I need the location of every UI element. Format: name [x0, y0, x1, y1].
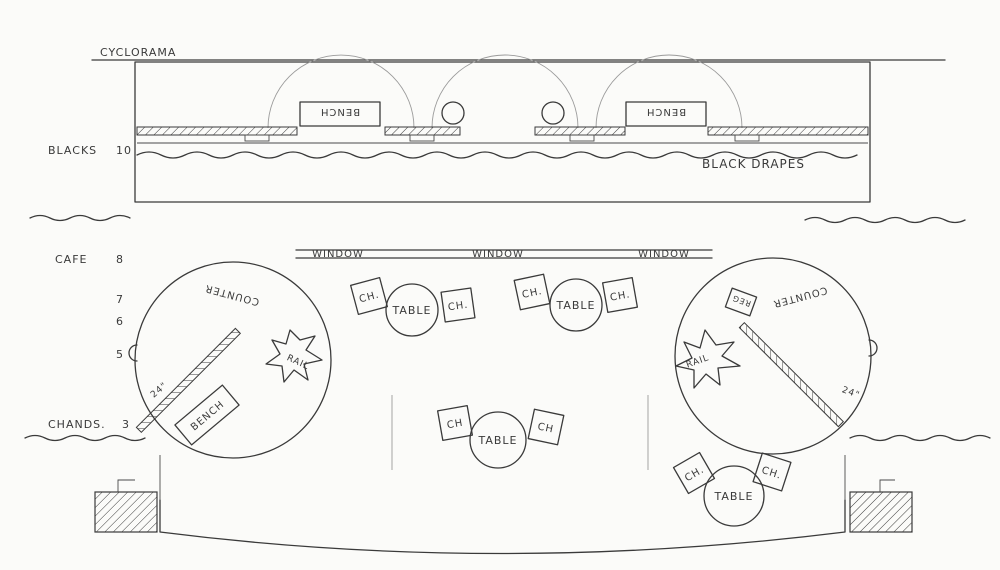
upstage-bench-right: BENCH [625, 101, 707, 127]
window-left-label: WINDOW [312, 249, 364, 260]
upstage-bench-right-label: BENCH [646, 106, 686, 117]
chair-4b-label: CH. [760, 465, 783, 482]
table-4 [703, 465, 765, 527]
counter-left-label: COUNTER [204, 282, 261, 307]
palm-right-icon [675, 329, 741, 389]
counter-right-bar [738, 321, 845, 428]
chair-3a: CH [436, 404, 474, 442]
chair-1a-label: CH. [358, 289, 381, 305]
dim-right: 24" [840, 385, 861, 401]
cafe-number: 8 [116, 253, 124, 266]
chair-2b: CH. [601, 276, 639, 314]
upstage-flats [136, 126, 869, 144]
wave-right-bottom [849, 434, 991, 442]
wave-left-top [29, 214, 131, 222]
arch-left [267, 54, 415, 129]
cyclorama-label: CYCLORAMA [100, 46, 176, 59]
proscenium-wall-right [849, 491, 913, 533]
proscenium-wall-left [94, 491, 158, 533]
table-1 [385, 283, 439, 337]
chair-3a-label: CH [446, 418, 464, 432]
register-label: REG [731, 293, 753, 308]
bench-left-label: BENCH [189, 399, 227, 433]
mark-6: 6 [116, 315, 124, 328]
black-drapes-line [136, 151, 858, 159]
table-group-3: TABLE CH CH [436, 404, 565, 469]
window-center-label: WINDOW [472, 249, 524, 260]
notch-left [128, 344, 138, 362]
turntable-left [134, 261, 332, 459]
table-4-label: TABLE [713, 490, 753, 503]
chands-label: CHANDS. [48, 418, 106, 431]
post-right [879, 479, 895, 492]
table-1-label: TABLE [391, 304, 431, 317]
shrub-right-icon [541, 101, 565, 125]
arch-center [431, 54, 579, 129]
counter-right: COUNTER REG 24" RAIL [674, 257, 878, 455]
black-drapes-label: BLACK DRAPES [702, 157, 805, 171]
chands-number: 3 [122, 418, 130, 431]
register: REG [724, 287, 758, 317]
upstage-bench-left: BENCH [299, 101, 381, 127]
cafe-area: CAFE 8 7 6 5 WINDOW WINDOW WINDOW COUNTE… [55, 249, 878, 527]
bench-left: BENCH [174, 384, 240, 446]
palm-left-icon [265, 329, 323, 383]
mark-7: 7 [116, 293, 124, 306]
table-3-label: TABLE [477, 434, 517, 447]
chair-4a: CH. [672, 451, 716, 495]
rail-left-label: RAIL [285, 353, 311, 372]
upstage-box [134, 61, 871, 203]
chair-3b: CH [527, 408, 565, 446]
counter-right-label: COUNTER [771, 284, 828, 309]
table-group-2: TABLE CH. CH. [513, 273, 639, 332]
chair-1b: CH. [440, 287, 476, 323]
arch-right [595, 54, 743, 129]
upstage-bench-left-label: BENCH [320, 106, 360, 117]
chair-3b-label: CH [536, 421, 554, 435]
shrub-left-icon [441, 101, 465, 125]
chair-2a: CH. [513, 273, 551, 311]
window-right-label: WINDOW [638, 249, 690, 260]
mark-5: 5 [116, 348, 124, 361]
cafe-label: CAFE [55, 253, 87, 266]
wave-left-bottom [24, 434, 146, 442]
blacks-number: 10 [116, 144, 132, 157]
chair-4a-label: CH. [683, 464, 706, 484]
downstage-area: CHANDS. 3 [24, 395, 991, 555]
wave-right-top [804, 216, 966, 224]
post-left [117, 479, 135, 492]
chair-2a-label: CH. [521, 286, 543, 301]
chair-4b: CH. [752, 452, 792, 492]
table-3 [469, 411, 527, 469]
chair-1b-label: CH. [447, 300, 469, 314]
table-group-4: TABLE CH. CH. [672, 451, 792, 527]
cyclorama-area: CYCLORAMA BENCH BENCH [48, 46, 946, 203]
notch-right [868, 339, 878, 357]
chair-1a: CH. [349, 276, 389, 316]
counter-left-bar [135, 327, 242, 434]
chair-2b-label: CH. [609, 289, 631, 303]
counter-left: COUNTER BENCH 24" RAIL [128, 261, 332, 459]
table-group-1: TABLE CH. CH. [349, 276, 476, 337]
rail-right-label: RAIL [685, 353, 711, 371]
table-2-label: TABLE [555, 299, 595, 312]
blacks-label: BLACKS [48, 144, 97, 157]
apron-edge [159, 499, 846, 555]
table-2 [549, 278, 603, 332]
